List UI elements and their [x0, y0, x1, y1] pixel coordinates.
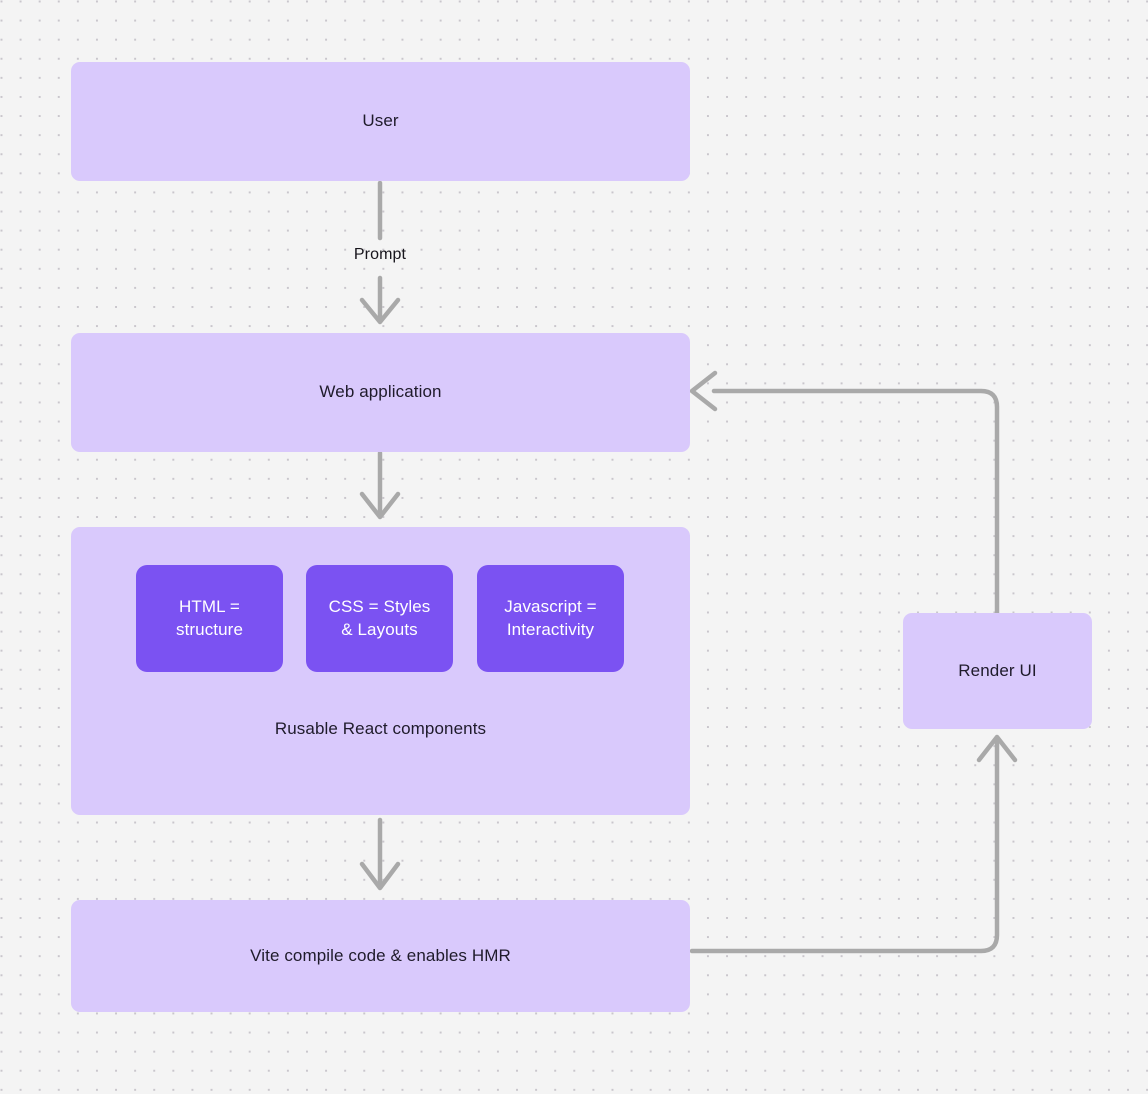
arrowhead-render-to-web [689, 370, 718, 412]
arrowhead-vite-to-render [976, 734, 1018, 763]
components-group-caption-text: Rusable React components [274, 719, 487, 738]
components-group-caption: Rusable React components [71, 719, 690, 739]
node-javascript[interactable]: Javascript = Interactivity [477, 565, 624, 672]
node-user-label: User [362, 111, 399, 131]
node-user[interactable]: User [71, 62, 690, 181]
edge-vite-to-render [689, 738, 1000, 954]
arrowhead-web-to-components [359, 491, 401, 520]
edge-render-to-web [711, 388, 1000, 616]
node-html-label: HTML = structure [175, 596, 244, 639]
node-vite[interactable]: Vite compile code & enables HMR [71, 900, 690, 1012]
node-css[interactable]: CSS = Styles & Layouts [306, 565, 453, 672]
arrowhead-components-to-vite [359, 861, 401, 891]
arrowhead-prompt-to-web [359, 297, 401, 325]
edge-label-prompt: Prompt [320, 246, 440, 264]
node-render-ui[interactable]: Render UI [903, 613, 1092, 729]
node-html[interactable]: HTML = structure [136, 565, 283, 672]
node-web-application[interactable]: Web application [71, 333, 690, 452]
node-web-application-label: Web application [319, 382, 442, 402]
node-render-ui-label: Render UI [958, 660, 1037, 680]
edge-label-prompt-text: Prompt [353, 246, 407, 263]
node-javascript-label: Javascript = Interactivity [504, 596, 597, 639]
node-css-label: CSS = Styles & Layouts [328, 596, 431, 639]
node-vite-label: Vite compile code & enables HMR [250, 945, 511, 965]
